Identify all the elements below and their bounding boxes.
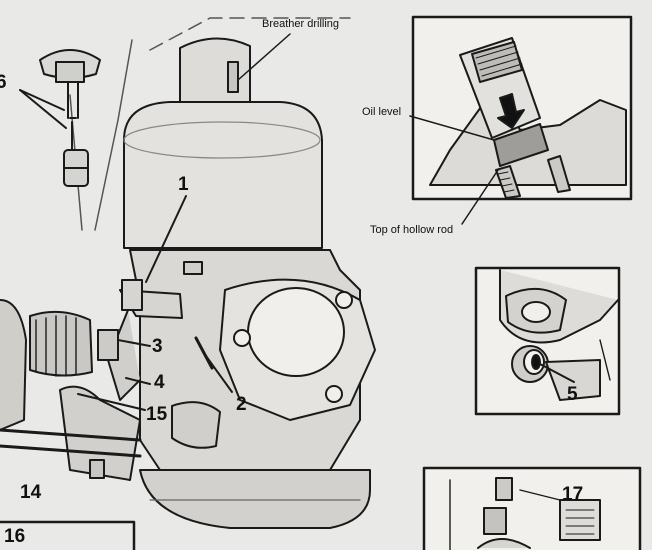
inset-part-16-frame [0,520,136,550]
damper-cap-part [19,49,101,187]
callout-3: 3 [152,336,163,357]
throttle-linkage [0,279,143,481]
inset-part-5 [474,266,621,416]
callout-1: 1 [178,174,189,195]
inset-part-17 [422,466,642,550]
callout-17: 17 [562,484,584,505]
callout-16: 16 [4,526,26,547]
callout-6: 6 [0,72,7,93]
carburettor-body [119,37,376,529]
top-of-hollow-rod-label: Top of hollow rod [370,224,454,236]
breather-leader [237,33,291,81]
callout-4: 4 [154,372,165,393]
oil-level-label: Oil level [362,106,402,118]
callout-2: 2 [236,394,247,415]
inset-oil-level [409,15,633,225]
breather-drilling-label: Breather drilling [262,18,340,30]
callout-14: 14 [20,482,42,503]
callout-15: 15 [146,404,168,425]
callout-leaders [77,195,233,411]
callout-5: 5 [567,384,578,405]
